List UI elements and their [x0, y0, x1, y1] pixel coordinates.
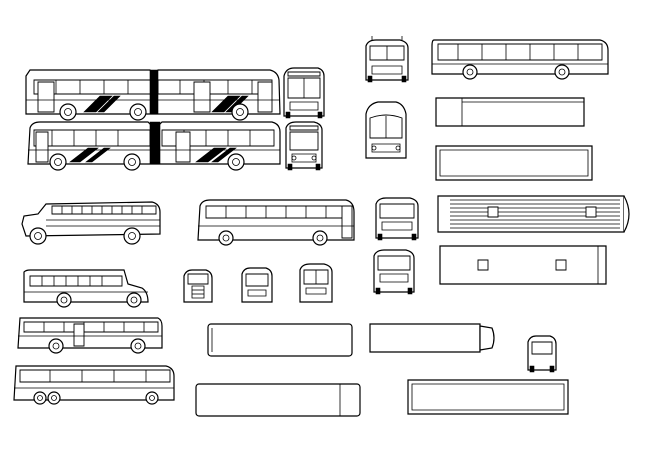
- coach-front-view-1: [366, 36, 408, 82]
- tri-axle-coach-side-view: [14, 366, 174, 404]
- bus-roof-plan-5: [208, 324, 352, 356]
- bus-roof-plan-6: [196, 384, 360, 416]
- bus-roof-plan-3: [438, 196, 629, 232]
- city-bus-front-view-1: [284, 68, 324, 118]
- transit-bus-side-view: [18, 318, 162, 353]
- articulated-bus-side-view-2: [28, 122, 280, 170]
- minibus-front-view: [528, 336, 556, 372]
- school-bus-side-view: [24, 270, 148, 307]
- city-bus-front-view-2: [286, 122, 322, 170]
- bus-roof-plan-1: [436, 98, 584, 126]
- school-bus-roof-plan: [370, 324, 494, 352]
- bus-roof-plan-2: [436, 146, 592, 180]
- articulated-bus-side-view-1: [26, 70, 280, 120]
- bus-roof-plan-4: [440, 246, 606, 284]
- bus-front-view-3: [376, 198, 418, 240]
- vintage-bus-side-view: [22, 202, 160, 244]
- bus-roof-plan-7: [408, 380, 568, 414]
- bus-front-view-4: [242, 268, 272, 302]
- city-bus-side-view: [432, 40, 608, 79]
- school-bus-front-view: [184, 270, 212, 302]
- intercity-coach-side-view: [198, 200, 354, 245]
- coach-front-view-2: [366, 102, 406, 158]
- bus-rear-view: [374, 250, 414, 294]
- bus-front-view-5: [300, 264, 332, 302]
